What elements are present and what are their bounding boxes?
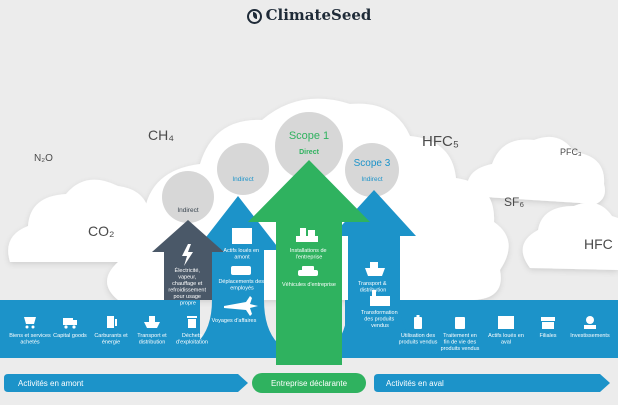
downstream-pill xyxy=(374,374,610,392)
brand-header: ClimateSeed xyxy=(0,6,618,24)
office-icon xyxy=(232,228,252,244)
scope3-title: Scope 3 xyxy=(354,158,391,169)
vehicles-label: Véhicules d'entreprise xyxy=(282,282,336,288)
scope1-arrow xyxy=(248,160,370,400)
factory-icon xyxy=(296,228,318,242)
electricity-label: Électricité, vapeur, chauffage et refroi… xyxy=(168,267,207,307)
shop-icon xyxy=(541,317,555,329)
downstream-item: Investissements xyxy=(570,316,610,339)
fuel-pump-icon xyxy=(107,316,117,328)
scope3-subtitle: Indirect xyxy=(361,176,383,183)
installations-label: Installations de l'entreprise xyxy=(290,248,328,261)
car-icon xyxy=(298,266,318,276)
gas-hfc-right: HFC xyxy=(584,236,613,252)
item-label: Capital goods xyxy=(53,333,87,339)
scope3-bubble xyxy=(345,143,399,197)
trash-icon xyxy=(187,316,197,328)
item-label: Investissements xyxy=(570,333,610,339)
battery-icon xyxy=(414,315,422,329)
cloud-right-top xyxy=(467,136,605,204)
gas-pfc: PFC₃ xyxy=(560,147,582,157)
downstream-item: Filiales xyxy=(539,317,557,339)
downstream-label: Activités en aval xyxy=(386,379,444,388)
cart-icon xyxy=(24,317,36,329)
scope2-subtitle: Indirect xyxy=(177,207,199,214)
climateseed-logo-icon xyxy=(246,9,262,24)
upstream-band xyxy=(0,300,200,358)
cloud-right-bottom xyxy=(522,202,618,270)
company-label: Entreprise déclarante xyxy=(271,379,348,388)
scope2b-bubble xyxy=(217,143,269,195)
upstream-item: Capital goods xyxy=(53,318,87,339)
greenhouse-gases: N₂O CH₄ CO₂ HFC₅ PFC₃ SF₆ HFC xyxy=(34,127,613,252)
brand-name: ClimateSeed xyxy=(265,6,372,24)
processing-factory-icon xyxy=(370,290,390,306)
scope1-bubble xyxy=(275,112,343,180)
processing-label: Transformation des produits vendus xyxy=(361,310,399,329)
upstream-label: Activités en amont xyxy=(18,379,84,388)
scope2-arrow xyxy=(152,220,224,300)
gas-co2: CO₂ xyxy=(88,223,114,239)
company-pill xyxy=(252,373,366,393)
business-travel-label: Voyages d'affaires xyxy=(212,318,257,324)
scope2-bubble xyxy=(162,171,214,223)
transport-down-label: Transport & distribution xyxy=(358,281,388,294)
commute-label: Déplacements des employés xyxy=(218,279,265,292)
building-icon xyxy=(498,316,514,329)
arrow-icons xyxy=(182,228,390,316)
scope-bubbles: Scope 1 Direct Indirect Indirect Scope 3… xyxy=(162,112,399,223)
arrow-labels: Électricité, vapeur, chauffage et refroi… xyxy=(168,248,399,329)
gas-hfc-top: HFC₅ xyxy=(422,133,459,150)
item-label: Filiales xyxy=(539,333,556,339)
upstream-pill xyxy=(4,374,248,392)
truck-icon xyxy=(63,318,77,329)
lightning-icon xyxy=(182,244,193,266)
scope1-title: Scope 1 xyxy=(289,130,329,142)
ship-icon xyxy=(144,316,160,328)
scope1-subtitle: Direct xyxy=(299,149,320,156)
gas-n2o: N₂O xyxy=(34,153,53,164)
scope2b-subtitle: Indirect xyxy=(232,176,254,183)
upstream-curved-arrow xyxy=(150,196,320,358)
gas-ch4: CH₄ xyxy=(148,127,174,143)
leased-upstream-label: Actifs loués en amont xyxy=(223,248,260,261)
bottom-bar: Activités en amont Entreprise déclarante… xyxy=(0,365,618,405)
bus-icon xyxy=(231,266,251,275)
gas-sf6: SF₆ xyxy=(504,195,524,209)
cargo-ship-icon xyxy=(365,262,385,276)
airplane-icon xyxy=(224,296,258,316)
recycle-bin-icon xyxy=(455,317,465,329)
money-icon xyxy=(584,316,596,329)
